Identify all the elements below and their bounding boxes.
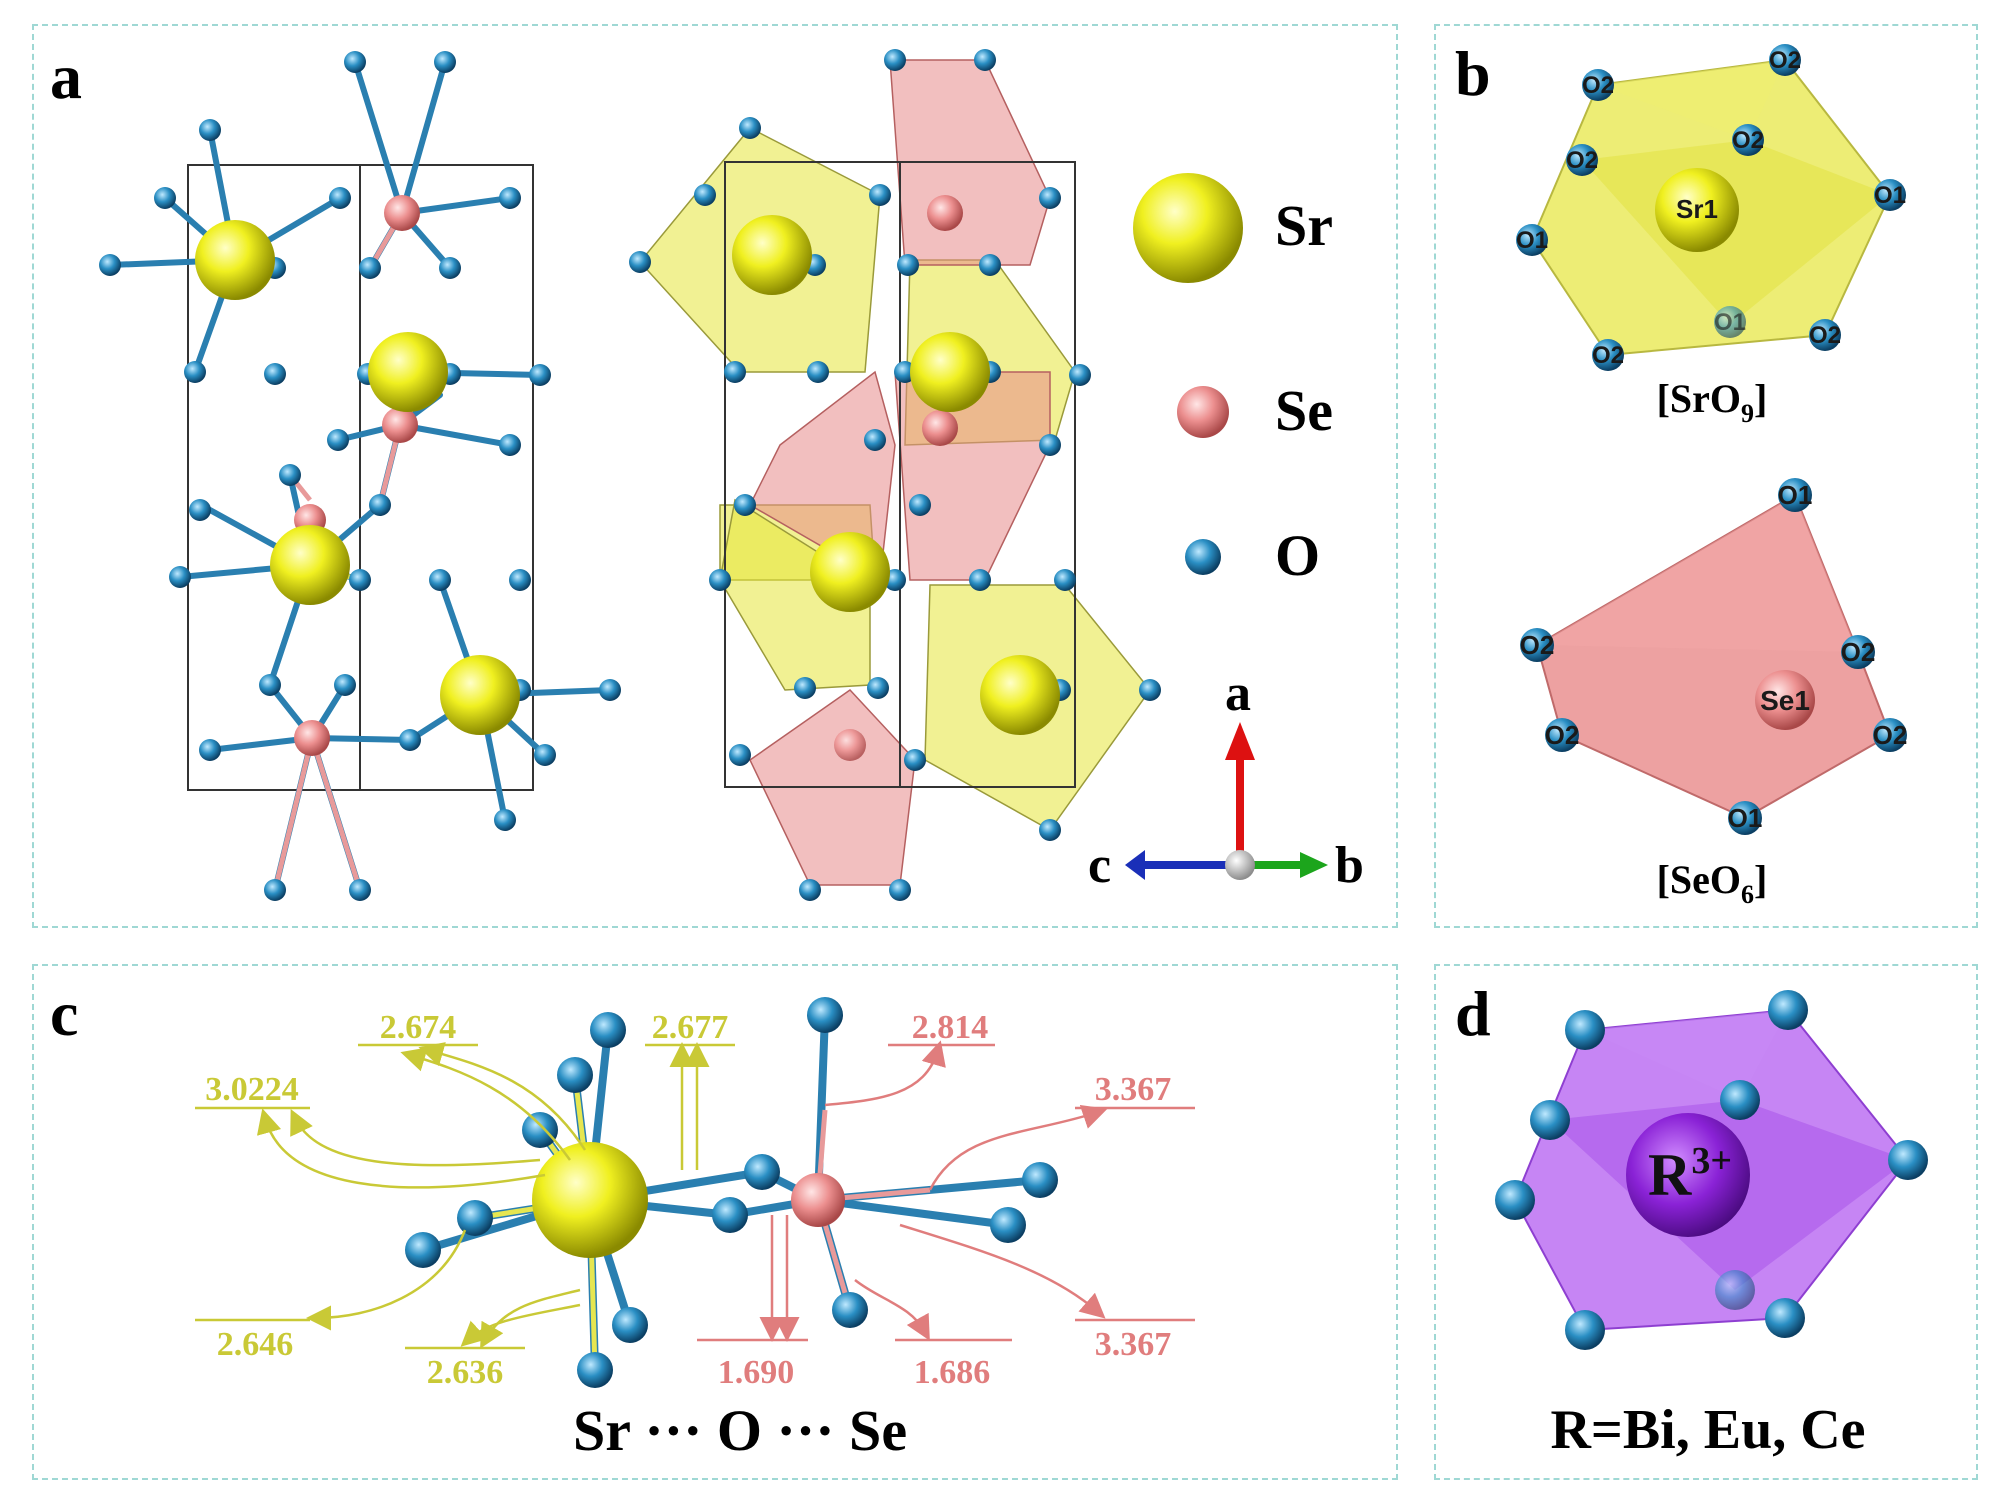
- sro9-o-label-3: O2: [1732, 127, 1764, 154]
- legend-se-label: Se: [1275, 378, 1333, 443]
- panel-b-label: b: [1455, 38, 1491, 109]
- seo6-oxygen-1: [1778, 478, 1812, 512]
- panel-c-caption: Sr ··· O ··· Se: [573, 1398, 907, 1463]
- legend-o-label: O: [1275, 523, 1320, 588]
- axis-c-label: c: [1088, 837, 1111, 894]
- seo6-polyhedron: O1 O2 O2 O2 O2 O1 Se1 [SeO6]: [1520, 478, 1908, 909]
- seo6-oxygen-2: [1520, 628, 1554, 662]
- seo6-o-label-2: O2: [1520, 630, 1555, 660]
- legend-o-marker: [1185, 539, 1221, 575]
- r3-oxygen-2: [1768, 990, 1808, 1030]
- sro9-o-label-8: O2: [1809, 322, 1841, 349]
- sro9-oxygen-3: [1732, 124, 1764, 156]
- structure-ball-stick: [99, 51, 621, 901]
- legend-sr-label: Sr: [1275, 193, 1333, 258]
- sro9-o-label-5: O1: [1874, 182, 1906, 209]
- legend-sr-marker: [1133, 173, 1243, 283]
- sro9-oxygen-9: [1592, 339, 1624, 371]
- seo6-oxygen-3: [1841, 635, 1875, 669]
- se1-atom: [1755, 670, 1815, 730]
- se-distance-5: 3.367: [1095, 1326, 1172, 1363]
- sro9-o-label-1: O2: [1582, 72, 1614, 99]
- panel-d-label: d: [1455, 978, 1491, 1049]
- r3-oxygen-6: [1495, 1180, 1535, 1220]
- axis-b-label: b: [1335, 837, 1364, 894]
- panel-c-label: c: [50, 978, 78, 1049]
- r3-oxygen-1: [1565, 1010, 1605, 1050]
- sro9-o-label-2: O2: [1769, 47, 1801, 74]
- se1-label: Se1: [1760, 685, 1810, 716]
- axis-a-label: a: [1225, 665, 1251, 722]
- seo6-o-label-3: O2: [1841, 637, 1876, 667]
- sro9-o-label-4: O2: [1566, 147, 1598, 174]
- panel-a-label: a: [50, 41, 82, 112]
- r3-oxygen-7: [1715, 1270, 1755, 1310]
- panel-c-frame: [32, 964, 1398, 1480]
- seo6-o-label-1: O1: [1778, 480, 1813, 510]
- sro9-oxygen-7: [1714, 306, 1746, 338]
- sr-distance-3: 3.0224: [205, 1071, 299, 1108]
- sro9-oxygen-6: [1516, 224, 1548, 256]
- seo6-caption: [SeO6]: [1657, 857, 1768, 909]
- panel-d-frame: [1434, 964, 1978, 1480]
- panel-b-frame: [1434, 24, 1978, 928]
- se-distance-3: 1.690: [718, 1354, 795, 1391]
- legend-se-marker: [1177, 386, 1229, 438]
- sr1-atom: [1655, 168, 1739, 252]
- sro9-polyhedron: O2 O2 O2 O2 O1 O1 O1 O2 O2 Sr1 [SrO9]: [1516, 44, 1906, 428]
- sro9-oxygen-5: [1874, 179, 1906, 211]
- sro9-caption: [SrO9]: [1657, 376, 1768, 428]
- panel-a-frame: [32, 24, 1398, 928]
- seo6-o-label-5: O2: [1873, 720, 1908, 750]
- r3-oxygen-8: [1765, 1298, 1805, 1338]
- sr-distance-5: 2.636: [427, 1354, 504, 1391]
- sro9-o-label-7: O1: [1714, 309, 1746, 336]
- sr-o-se-bonding: [405, 997, 1058, 1388]
- r3-oxygen-9: [1565, 1310, 1605, 1350]
- sr-distance-1: 2.674: [380, 1009, 457, 1046]
- sro9-oxygen-1: [1582, 69, 1614, 101]
- se-distance-callouts: [697, 1040, 1195, 1342]
- sr-distance-4: 2.646: [217, 1326, 294, 1363]
- se-distance-2: 3.367: [1095, 1071, 1172, 1108]
- se-distance-4: 1.686: [914, 1354, 991, 1391]
- se-distance-1: 2.814: [912, 1009, 989, 1046]
- se-atom-c: [791, 1173, 845, 1227]
- seo6-o-label-4: O2: [1545, 720, 1580, 750]
- r3-oxygen-4: [1530, 1100, 1570, 1140]
- r3-ion: [1626, 1113, 1750, 1237]
- r3-ion-label: R3+: [1648, 1140, 1732, 1208]
- sro9-o-label-9: O2: [1592, 342, 1624, 369]
- sro9-o-label-6: O1: [1516, 227, 1548, 254]
- axes-indicator: a b c: [1088, 665, 1364, 894]
- sro9-oxygen-2: [1769, 44, 1801, 76]
- seo6-oxygen-6: [1728, 801, 1762, 835]
- seo6-oxygen-4: [1545, 718, 1579, 752]
- sro9-oxygen-4: [1566, 144, 1598, 176]
- sro9-oxygen-8: [1809, 319, 1841, 351]
- sr-distance-2: 2.677: [652, 1009, 729, 1046]
- legend: Sr Se O: [1133, 173, 1333, 588]
- r3-oxygen-3: [1720, 1080, 1760, 1120]
- seo6-o-label-6: O1: [1728, 803, 1763, 833]
- sr1-label: Sr1: [1676, 194, 1718, 224]
- panel-d-caption: R=Bi, Eu, Ce: [1550, 1399, 1865, 1461]
- r3-polyhedron: R3+: [1495, 990, 1928, 1350]
- structure-polyhedra: [629, 49, 1161, 901]
- r3-oxygen-5: [1888, 1140, 1928, 1180]
- sr-distance-callouts: [195, 1042, 735, 1350]
- seo6-oxygen-5: [1873, 718, 1907, 752]
- sr-atom-c: [532, 1142, 648, 1258]
